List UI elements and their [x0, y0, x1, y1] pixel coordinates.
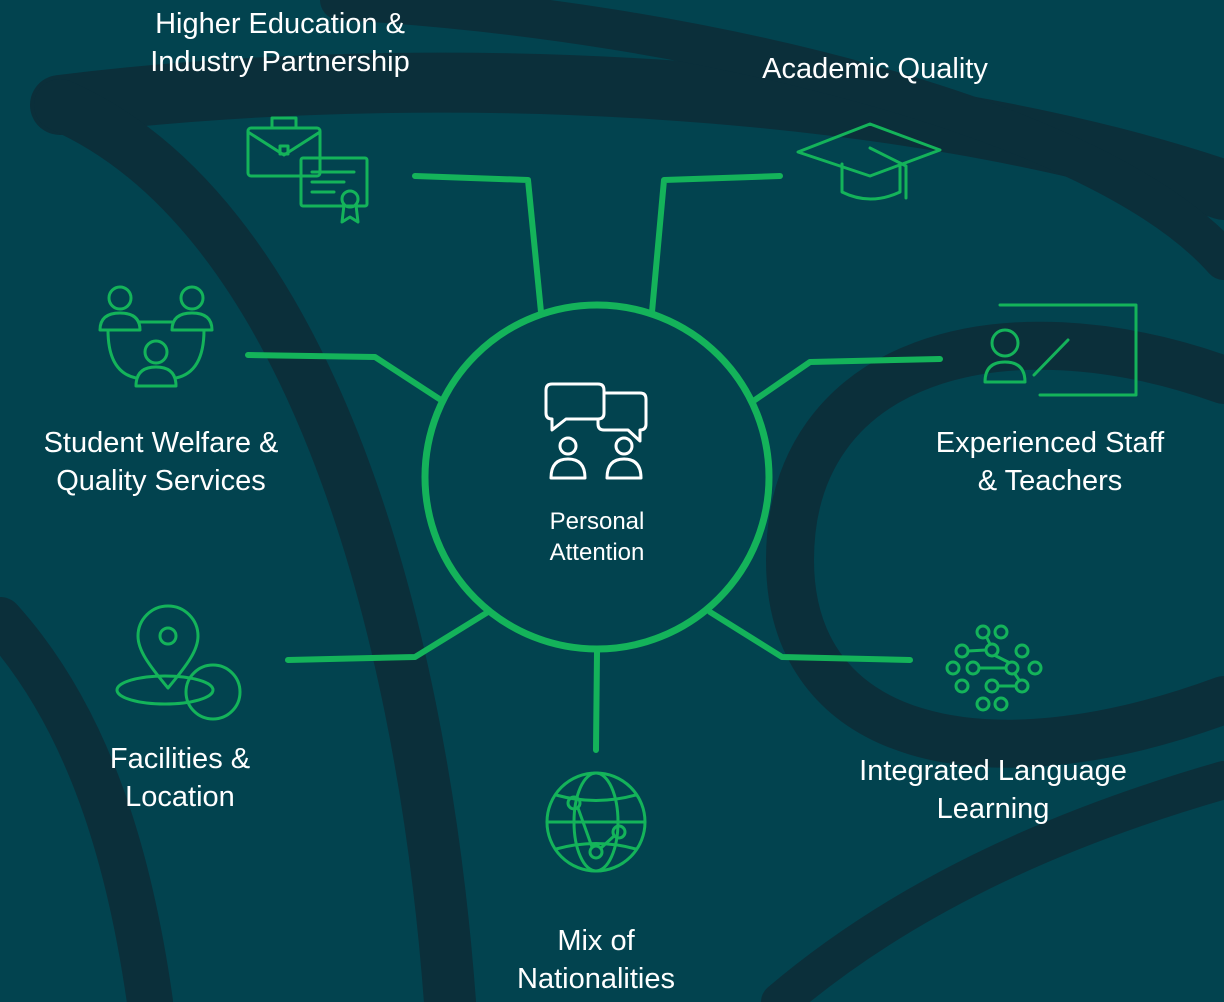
label-academic-quality-line1: Academic Quality — [762, 53, 988, 85]
connector-facilities — [285, 609, 491, 663]
label-experienced-staff-line1: Experienced Staff — [935, 427, 1165, 459]
label-nationalities-line1: Mix of — [557, 925, 635, 957]
label-student-welfare-line1: Student Welfare & — [43, 427, 279, 459]
label-higher-education-line2: Industry Partnership — [150, 46, 410, 78]
globe-network-icon — [545, 771, 647, 873]
label-language-learning-line2: Learning — [936, 793, 1050, 825]
label-student-welfare: Student Welfare & Quality Services — [6, 424, 316, 500]
connector-academic-quality — [649, 173, 783, 315]
briefcase-certificate-icon — [246, 116, 369, 224]
center-label: Personal Attention — [497, 506, 697, 568]
label-student-welfare-line2: Quality Services — [56, 465, 266, 497]
network-nodes-icon — [945, 624, 1043, 712]
connector-nationalities — [593, 649, 600, 753]
connector-student-welfare — [245, 352, 447, 405]
label-experienced-staff-line2: & Teachers — [977, 465, 1123, 497]
teacher-board-icon — [983, 303, 1138, 397]
connector-experienced-staff — [749, 356, 943, 405]
connector-language-learning — [707, 609, 913, 663]
center-label-line2: Attention — [549, 539, 645, 566]
graduation-cap-icon — [796, 122, 942, 201]
connectors — [245, 173, 943, 753]
label-nationalities: Mix of Nationalities — [446, 922, 746, 998]
center-circle — [421, 301, 773, 653]
label-language-learning: Integrated Language Learning — [818, 752, 1168, 828]
label-nationalities-line2: Nationalities — [517, 963, 675, 995]
label-facilities-line1: Facilities & — [109, 743, 251, 775]
label-facilities: Facilities & Location — [60, 740, 300, 816]
center-label-line1: Personal — [549, 508, 645, 535]
label-higher-education: Higher Education & Industry Partnership — [80, 5, 480, 81]
connector-higher-education — [412, 173, 544, 315]
conversation-people-icon — [544, 382, 648, 480]
group-people-icon — [98, 285, 214, 388]
label-experienced-staff: Experienced Staff & Teachers — [895, 424, 1205, 500]
label-language-learning-line1: Integrated Language — [859, 755, 1127, 787]
label-academic-quality: Academic Quality — [700, 50, 1050, 88]
location-pin-icon — [115, 604, 242, 721]
label-higher-education-line1: Higher Education & — [155, 8, 405, 40]
label-facilities-line2: Location — [125, 781, 235, 813]
